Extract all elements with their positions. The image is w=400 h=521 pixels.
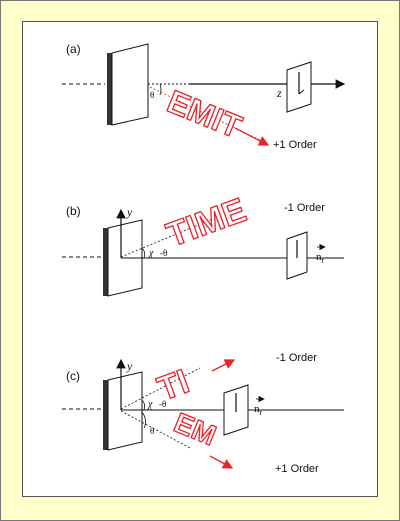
panel-label-b: (b) [66,204,81,218]
n-label-c: nr [254,403,263,417]
svg-text:EMIT: EMIT [162,83,247,145]
chi-label-c: χ [147,399,153,410]
chi-label-b: χ [148,248,154,259]
order-plus-label-c: +1 Order [275,463,319,475]
subfigure-b: (b) y χ -θ nr TIME -1 Order [62,190,344,297]
grating-lettering-b: TIME [161,190,252,255]
panel-label-c: (c) [66,369,80,383]
screen-b [286,231,308,280]
grating-lettering-a: EMIT [162,82,248,145]
grating-plate-a [107,43,149,126]
subfigure-c: (c) y χ -θ θ nr TI [62,352,344,475]
svg-text:TIME: TIME [162,191,251,254]
z-axis-label: z [276,86,282,100]
svg-text:EM: EM [170,407,221,451]
theta-label-b: -θ [160,248,167,258]
order-label-a: +1 Order [273,139,317,151]
order-minus-label-c: -1 Order [276,352,317,364]
y-label-b: y [126,205,133,219]
figure-panel [22,21,378,497]
minus-one-arrow-c [211,359,236,372]
theta-plus-label-c: θ [150,426,154,436]
n-label-b: nr [316,251,325,265]
grating-lettering-lower-c: EM [169,406,221,452]
panel-label-a: (a) [66,42,81,56]
grating-plate-c [103,371,143,451]
plus-one-arrow-c [209,455,234,469]
y-label-c: y [126,359,133,373]
subfigure-a: (a) z θ EMIT +1 Order [62,42,346,151]
order-label-b: -1 Order [284,202,325,214]
plus-one-arrow-a [234,127,270,146]
theta-minus-label-c: -θ [159,399,166,409]
screen-c [223,384,249,436]
theta-label-a: θ [150,90,154,100]
screen-a [286,61,312,113]
